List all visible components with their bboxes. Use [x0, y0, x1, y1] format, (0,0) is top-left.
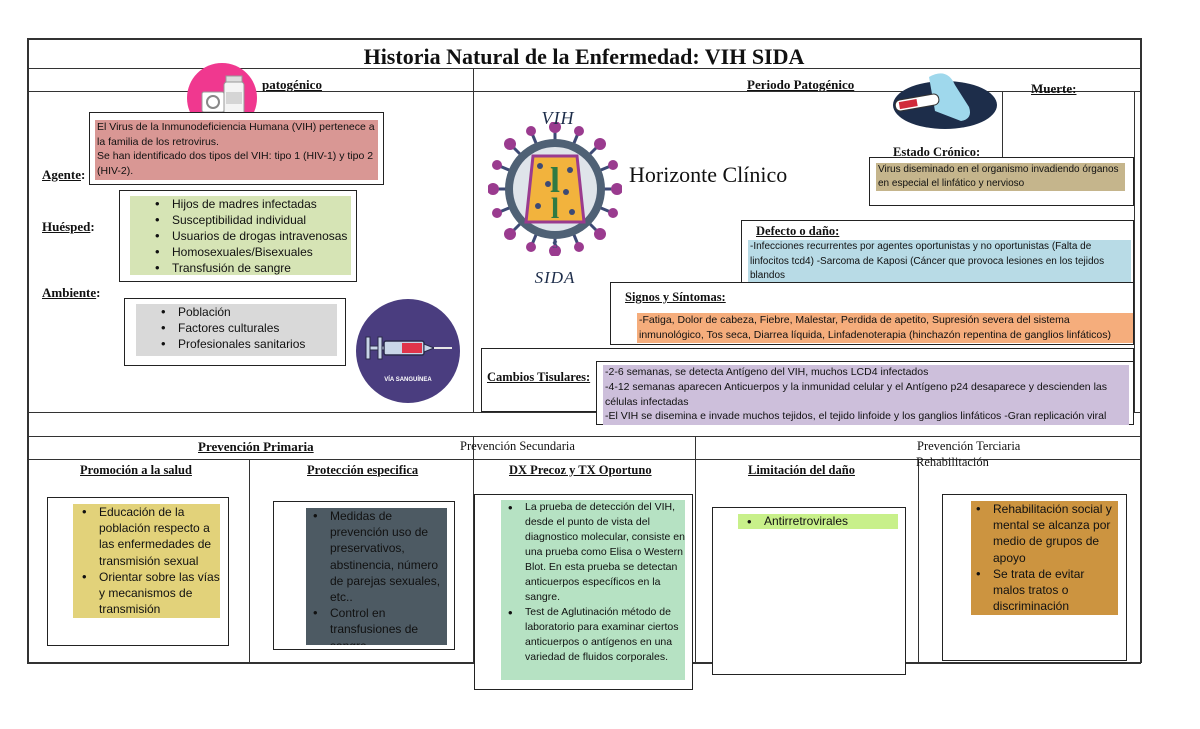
syringe-caption: VÍA SANGUÍNEA	[384, 377, 432, 383]
rehabilitacion-list: Rehabilitación social y mental se alcanz…	[971, 501, 1118, 615]
huesped-label: Huésped:	[42, 219, 95, 234]
huesped-list: Hijos de madres infectadasSusceptibilida…	[130, 196, 351, 276]
estado-text: Virus diseminado en el organismo invadie…	[876, 163, 1125, 191]
ambiente-box: PoblaciónFactores culturalesProfesionale…	[124, 298, 346, 366]
horizonte-clinico: Horizonte Clínico	[629, 162, 788, 187]
proteccion-label: Protección especifica	[307, 463, 419, 477]
rehabilitacion-label: Rehabilitación	[916, 455, 989, 469]
cambios-label: Cambios Tisulares:	[487, 370, 591, 384]
dx-list: La prueba de detección del VIH, desde el…	[501, 500, 685, 680]
defecto-box: Defecto o daño: -Infecciones recurrentes…	[741, 220, 1134, 310]
agente-label: Agente:	[42, 167, 86, 182]
limitacion-label: Limitación del daño	[748, 463, 855, 477]
estado-box: Virus diseminado en el organismo invadie…	[869, 157, 1134, 206]
proteccion-box: Medidas de prevención uso de preservativ…	[273, 501, 455, 650]
virus-bottom-text: SIDA	[534, 268, 576, 287]
dx-item: La prueba de detección del VIH, desde el…	[508, 500, 685, 605]
muerte-label: Muerte:	[1031, 81, 1077, 96]
huesped-box: Hijos de madres infectadasSusceptibilida…	[119, 190, 357, 282]
blood-test-icon	[877, 67, 1001, 131]
proteccion-list: Medidas de prevención uso de preservativ…	[306, 508, 447, 645]
huesped-item: Hijos de madres infectadas	[155, 196, 351, 212]
signos-text: -Fatiga, Dolor de cabeza, Fiebre, Malest…	[637, 313, 1133, 343]
svg-text:S: S	[552, 239, 558, 251]
promocion-list: Educación de la población respecto a las…	[73, 504, 220, 618]
dx-box: La prueba de detección del VIH, desde el…	[474, 494, 693, 690]
svg-text:l: l	[550, 160, 560, 200]
proteccion-item: Medidas de prevención uso de preservativ…	[313, 508, 447, 605]
limitacion-list: Antirretrovirales	[738, 514, 898, 529]
prevencion-primaria: Prevención Primaria	[198, 439, 314, 454]
ambiente-item: Profesionales sanitarios	[161, 336, 337, 352]
cambios-box: -2-6 semanas, se detecta Antígeno del VI…	[596, 361, 1134, 425]
ambiente-list: PoblaciónFactores culturalesProfesionale…	[136, 304, 337, 356]
proteccion-item: Control en transfusiones de sangre	[313, 605, 447, 645]
limitacion-item: Antirretrovirales	[747, 514, 898, 529]
rehabilitacion-item: Se trata de evitar malos tratos o discri…	[976, 566, 1118, 615]
ambiente-item: Población	[161, 304, 337, 320]
promocion-item: Educación de la población respecto a las…	[82, 504, 220, 569]
cambios-text: -2-6 semanas, se detecta Antígeno del VI…	[603, 365, 1129, 425]
agente-box: El Virus de la Inmunodeficiencia Humana …	[89, 112, 384, 185]
svg-text:l: l	[551, 192, 559, 225]
page-title: Historia Natural de la Enfermedad: VIH S…	[363, 44, 805, 69]
rehabilitacion-item: Rehabilitación social y mental se alcanz…	[976, 501, 1118, 566]
prevencion-terciaria: Prevención Terciaria	[917, 439, 1021, 453]
dx-item: Test de Aglutinación método de laborator…	[508, 605, 685, 665]
estado-label: Estado Crónico:	[893, 145, 981, 159]
virus-top-text: VIH	[541, 108, 575, 128]
promocion-item: Orientar sobre las vías y mecanismos de …	[82, 569, 220, 618]
defecto-label: Defecto o daño:	[756, 224, 840, 238]
huesped-item: Homosexuales/Bisexuales	[155, 244, 351, 260]
signos-label: Signos y Síntomas:	[625, 290, 726, 304]
ambiente-label: Ambiente:	[42, 285, 101, 300]
dx-label: DX Precoz y TX Oportuno	[509, 463, 652, 477]
limitacion-box: Antirretrovirales	[712, 507, 906, 675]
huesped-item: Susceptibilidad individual	[155, 212, 351, 228]
promocion-label: Promoción a la salud	[80, 463, 192, 477]
defecto-text: -Infecciones recurrentes por agentes opo…	[748, 240, 1131, 310]
prepatogenic-header: patogénico	[262, 77, 322, 92]
syringe-icon	[356, 299, 460, 403]
signos-box: Signos y Síntomas: -Fatiga, Dolor de cab…	[610, 282, 1134, 345]
ambiente-item: Factores culturales	[161, 320, 337, 336]
huesped-item: Transfusión de sangre	[155, 260, 351, 276]
agente-text: El Virus de la Inmunodeficiencia Humana …	[95, 120, 378, 180]
patogenic-header: Periodo Patogénico	[747, 77, 855, 92]
prevencion-secundaria: Prevención Secundaria	[460, 439, 575, 453]
rehabilitacion-box: Rehabilitación social y mental se alcanz…	[942, 494, 1127, 661]
virus-icon: l l S	[487, 121, 623, 257]
huesped-item: Usuarios de drogas intravenosas	[155, 228, 351, 244]
promocion-box: Educación de la población respecto a las…	[47, 497, 229, 646]
